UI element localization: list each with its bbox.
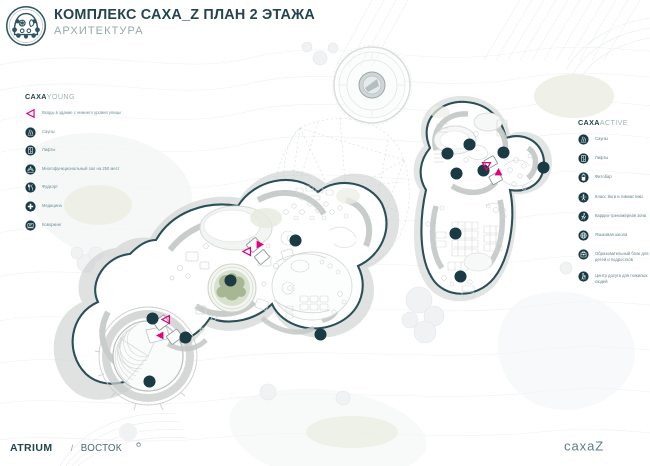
yoga-class-icon [578, 191, 589, 203]
marker-coworking [143, 375, 156, 388]
legend-item-elevator[interactable]: Лифты [25, 145, 143, 156]
fitobar-icon [578, 172, 589, 183]
legend-item-sauna[interactable]: Сауны [578, 134, 650, 145]
cardio-zone-icon [578, 211, 589, 222]
marker-education-block [449, 227, 462, 240]
marker-language-school [454, 270, 467, 283]
legend-item-label: Сауны [595, 136, 608, 141]
legend-item-label: Медицина [42, 202, 62, 208]
legend-item-label: Фудкорт [42, 184, 58, 190]
caxaz-logo: caxaZ [564, 439, 604, 454]
education-classrooms [425, 202, 507, 298]
saxa-z-emblem-icon [5, 5, 47, 47]
logo-vostok-text: ВОСТОК [81, 443, 122, 454]
marker-senior-leisure [497, 146, 510, 159]
elevator-icon [578, 153, 589, 164]
seating-rows [114, 323, 150, 385]
legend-item-language-school[interactable]: Языковая школа [578, 230, 650, 241]
legend-item-label: Входы в здание с нижнего уровня улицы [42, 110, 122, 115]
legend-item-label: Языковая школа [595, 231, 628, 237]
multifunction-hall-icon [25, 164, 36, 175]
legend-item-label: Класс йоги и гимнастики [595, 193, 643, 199]
legend-item-medicine[interactable]: Медицина [25, 201, 143, 212]
entrance-triangle-icon [25, 108, 35, 119]
board-footer: ATRIUM / ВОСТОК caxaZ [0, 422, 650, 466]
logo-separator: / [71, 443, 74, 453]
sauna-icon [25, 126, 36, 138]
marker-cardio-zone [463, 138, 476, 151]
legend-item-label: Многофункциональный зал на 250 мест [42, 165, 120, 171]
coworking-icon [25, 219, 36, 231]
legend-item-fitobar[interactable]: Фитобар [578, 172, 650, 183]
page-subtitle: АРХИТЕКТУРА [54, 25, 144, 38]
foodcourt-icon [25, 182, 36, 193]
medicine-icon [25, 201, 36, 212]
cardio-pod [501, 153, 533, 191]
atrium-vostok-logo: ATRIUM / ВОСТОК [10, 442, 141, 454]
marker-yoga-class [441, 147, 454, 160]
legend-item-label: Фитобар [595, 174, 612, 180]
link-corridors [166, 316, 316, 352]
legend-item-cardio-zone[interactable]: Кардио-тренажерная зона [578, 211, 650, 222]
marker-multifunction-hall [179, 331, 192, 344]
marker-fitobar [450, 167, 463, 180]
education-block-icon [578, 249, 589, 260]
legend-item-label: Лифты [42, 147, 56, 153]
legend-saxa-active: CAXAACTIVE Сауны Лифты [578, 118, 650, 293]
language-school-icon [578, 230, 589, 241]
legend-item-label: Кардио-тренажерная зона [595, 212, 647, 218]
legend-saxa-young: CAXAYOUNG Входы в здание с нижнего уровн… [25, 92, 143, 238]
marker-elevator [477, 164, 490, 177]
legend-item-education-block[interactable]: Образовательный блок для детей и подрост… [578, 249, 650, 263]
marker-sauna [537, 161, 550, 174]
logo-atrium-text: ATRIUM [10, 443, 53, 454]
legend-item-coworking[interactable]: Коворкинг [25, 219, 143, 231]
legend-item-multifunction-hall[interactable]: Многофункциональный зал на 250 мест [25, 164, 143, 175]
east-lobe-coworking [271, 251, 353, 323]
elevator-icon [25, 145, 36, 156]
legend-item-entrances[interactable]: Входы в здание с нижнего уровня улицы [25, 108, 143, 119]
marker-foodcourt [224, 274, 237, 287]
west-building [53, 170, 400, 411]
legend-item-label: Центр досуга для пожилых людей [595, 273, 648, 285]
central-garden [207, 263, 257, 313]
board-header: КОМПЛЕКС САХА_Z ПЛАН 2 ЭТАЖА АРХИТЕКТУРА [0, 0, 650, 52]
fitness-pods [430, 106, 508, 163]
legend-item-label: Образовательный блок для детей и подрост… [595, 251, 649, 263]
legend-item-label: Лифты [595, 155, 609, 161]
legend-left-title: CAXAYOUNG [25, 92, 75, 101]
sauna-icon [578, 134, 589, 145]
northeast-lobe-medical [280, 185, 360, 248]
logo-caxaz-text: caxaZ [564, 439, 604, 454]
legend-item-sauna[interactable]: Сауны [25, 126, 143, 138]
page-title: КОМПЛЕКС САХА_Z ПЛАН 2 ЭТАЖА [54, 7, 315, 23]
legend-item-label: Сауны [42, 128, 55, 134]
marker-elevator [146, 312, 159, 325]
marker-sauna [314, 328, 327, 341]
legend-item-elevator[interactable]: Лифты [578, 153, 650, 164]
senior-leisure-icon [578, 271, 589, 282]
legend-right-title: CAXAACTIVE [578, 118, 628, 127]
legend-item-foodcourt[interactable]: Фудкорт [25, 182, 143, 193]
legend-item-yoga-class[interactable]: Класс йоги и гимнастики [578, 191, 650, 203]
legend-item-senior-leisure[interactable]: Центр досуга для пожилых людей [578, 271, 650, 285]
legend-item-label: Коворкинг [42, 221, 62, 227]
marker-medicine [289, 234, 302, 247]
east-building [413, 95, 552, 302]
